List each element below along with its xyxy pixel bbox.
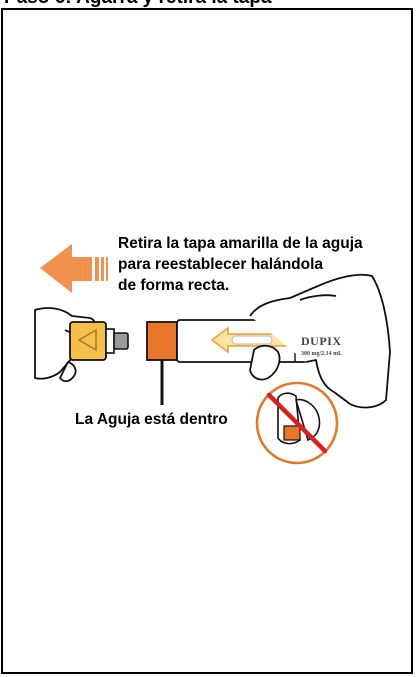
pen-dose-label: 300 mg/2.14 mL [301,351,343,357]
instruction-line-3: de forma recta. [118,277,230,294]
instruction-line-2: para reestablecer halándola [118,256,324,273]
prohibited-icon [255,381,339,465]
yellow-cap-icon [69,321,129,361]
needle-inside-label: La Aguja está dentro [75,411,228,428]
right-hand [249,273,391,409]
instruction-line-1: Retira la tapa amarilla de la aguja [118,235,363,252]
pen-brand-label: DUPIX [301,334,342,348]
pen-injector-illustration [34,244,391,465]
page-title: Paso 6: Agarra y retira la tapa [0,0,417,9]
left-arrow-icon [40,244,108,293]
